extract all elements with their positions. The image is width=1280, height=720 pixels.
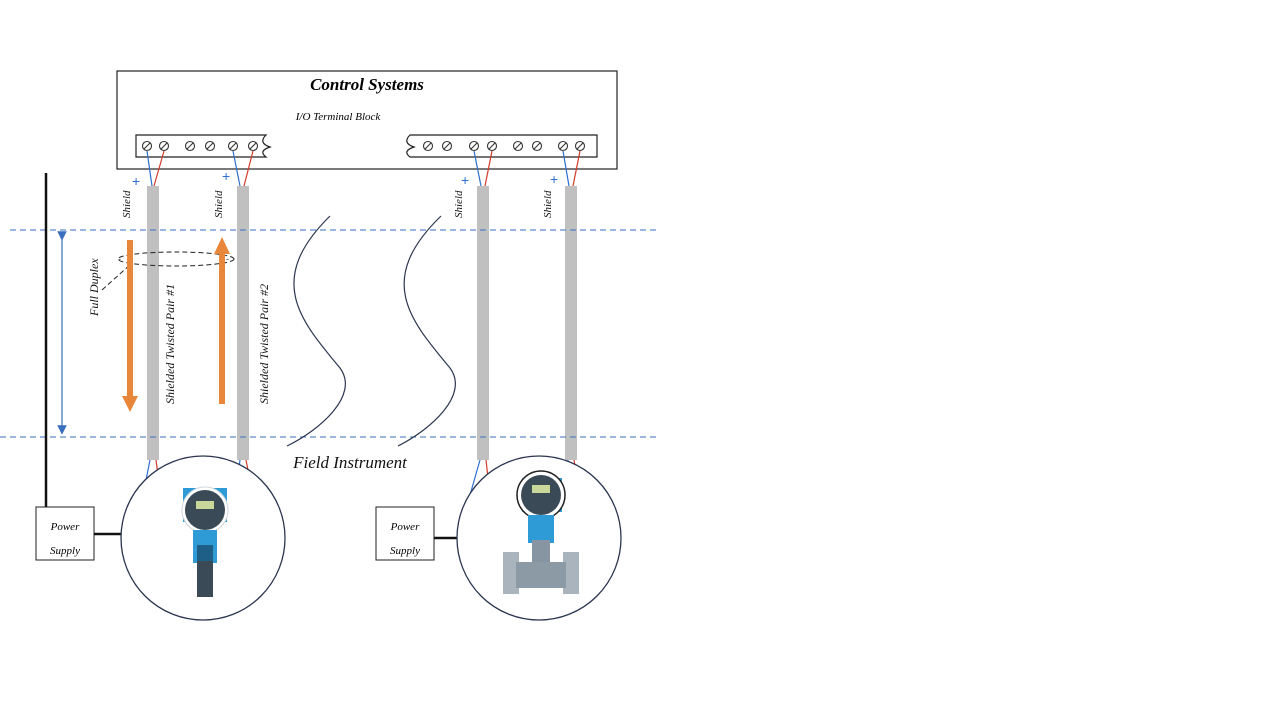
power-supply-left xyxy=(35,506,95,561)
shield-label: Shield xyxy=(453,190,465,218)
field-instrument-label: Field Instrument xyxy=(292,453,408,472)
plus-sign: + xyxy=(132,173,140,189)
downward-arrow-head xyxy=(122,396,138,412)
power-supply-right-line2: Supply xyxy=(390,545,420,557)
pair-1-label: Shielded Twisted Pair #1 xyxy=(163,284,177,404)
downward-arrow-shaft xyxy=(127,240,133,398)
power-supply-right-line1: Power xyxy=(390,521,420,533)
screw-terminal xyxy=(441,140,453,152)
cable-pair-2 xyxy=(237,186,249,460)
continuation-curves xyxy=(286,215,456,447)
minus-sign: - xyxy=(118,254,121,264)
control-systems-title: Control Systems xyxy=(310,75,424,94)
screw-terminal xyxy=(184,140,196,152)
screw-terminal xyxy=(574,140,586,152)
screw-terminal xyxy=(531,140,543,152)
cable-pair-1 xyxy=(147,186,159,460)
terminal-block-label: I/O Terminal Block xyxy=(295,111,382,123)
cable-pair-4 xyxy=(565,186,577,460)
screw-terminal xyxy=(557,140,569,152)
power-supply-right xyxy=(375,506,435,561)
cables xyxy=(147,186,577,460)
power-supply-left-line2: Supply xyxy=(50,545,80,557)
flowmeter-icon xyxy=(456,455,622,621)
screw-terminal xyxy=(227,140,239,152)
screw-terminal xyxy=(512,140,524,152)
cable-pair-3 xyxy=(477,186,489,460)
shield-label: Shield xyxy=(121,190,133,218)
power-supply-left-line1: Power xyxy=(50,521,80,533)
pair-2-label: Shielded Twisted Pair #2 xyxy=(257,284,271,404)
screw-terminal xyxy=(158,140,170,152)
upward-arrow-shaft xyxy=(219,252,225,404)
terminal-strip-right xyxy=(406,134,598,158)
screw-terminal xyxy=(486,140,498,152)
upward-arrow-head xyxy=(214,237,230,254)
plus-sign: + xyxy=(461,172,469,188)
screw-terminal xyxy=(204,140,216,152)
terminal-screws xyxy=(141,140,586,152)
signal-arrows xyxy=(122,237,230,412)
terminal-strip-left xyxy=(135,134,272,158)
screw-terminal xyxy=(422,140,434,152)
plus-sign: + xyxy=(222,168,230,184)
screw-terminal xyxy=(247,140,259,152)
screw-terminal xyxy=(141,140,153,152)
shield-label: Shield xyxy=(542,190,554,218)
pressure-transmitter-icon xyxy=(120,455,286,621)
screw-terminal xyxy=(468,140,480,152)
full-duplex-label: Full Duplex xyxy=(87,258,101,317)
shield-label: Shield xyxy=(213,190,225,218)
plus-sign: + xyxy=(550,171,558,187)
terminal-wires xyxy=(146,150,581,187)
minus-sign: - xyxy=(226,254,229,264)
